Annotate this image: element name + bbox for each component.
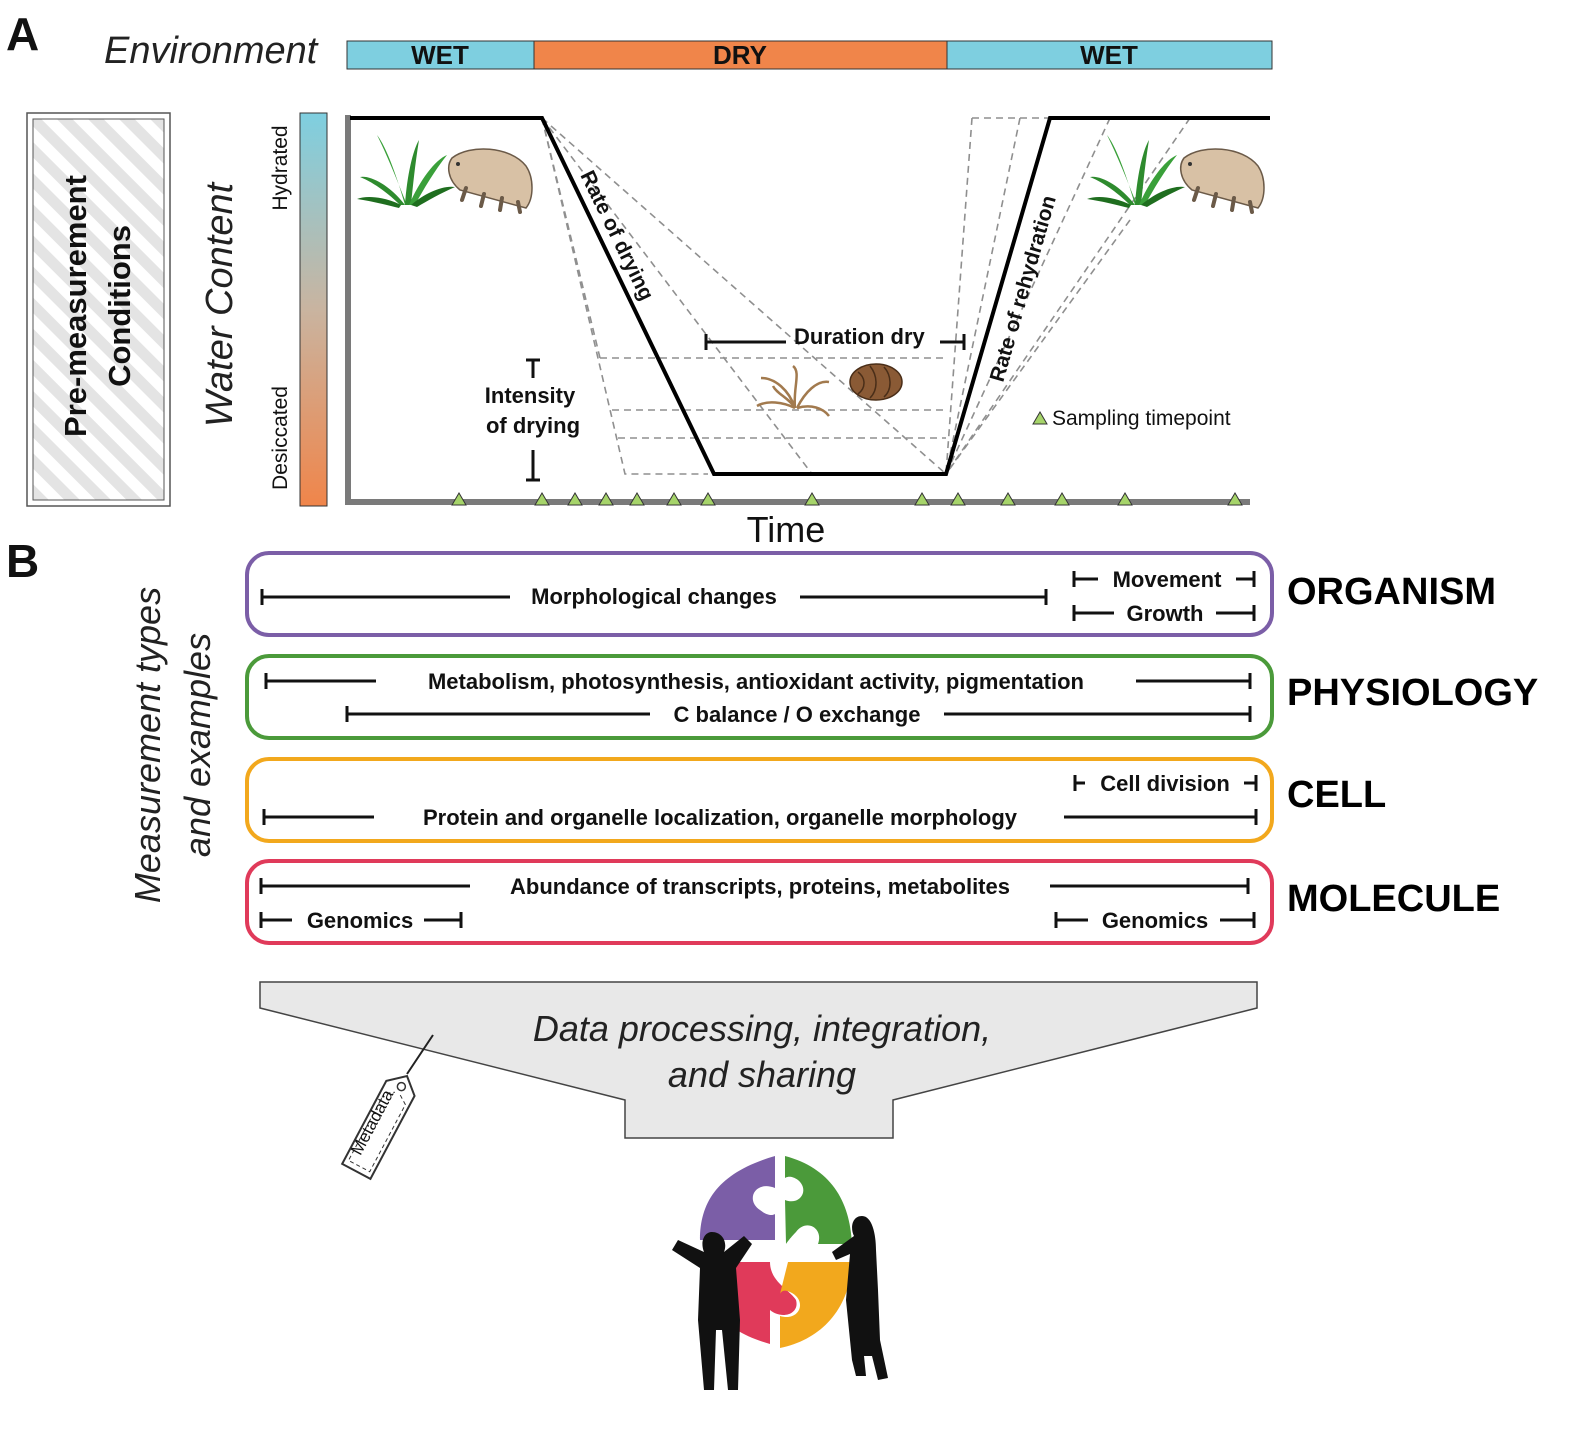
measure-c-balance: C balance / O exchange [674,702,921,727]
dashed-guides [541,117,1191,475]
funnel-line2: and sharing [668,1054,856,1095]
level-box-molecule [245,859,1274,945]
measure-metabolism: Metabolism, photosynthesis, antioxidant … [428,669,1084,694]
measure-cell-division: Cell division [1100,771,1230,796]
puzzle-piece-yellow [780,1262,852,1348]
puzzle-piece-green [785,1156,852,1244]
sampling-timepoint-marker [567,492,583,506]
sampling-timepoint-marker [1000,492,1016,506]
sampling-timepoint-marker [534,492,550,506]
data-processing-funnel [259,981,1258,1139]
hydrated-label: Hydrated [269,125,292,210]
plot-axes [345,115,1250,505]
panel-label-a: A [6,8,39,60]
sampling-timepoint-marker [629,492,645,506]
puzzle-illustration [672,1156,888,1390]
level-organism: Morphological changes Movement Growth [245,551,1274,637]
intensity-label-1: Intensity [485,383,576,408]
measure-growth: Growth [1127,601,1204,626]
measure-protein-localization: Protein and organelle localization, orga… [423,805,1018,830]
premeasurement-line1: Pre-measurement [58,175,93,437]
sampling-timepoint-marker [598,492,614,506]
sampling-legend-icon [1032,411,1048,425]
water-content-trajectory [350,116,1270,476]
level-label-organism: ORGANISM [1287,571,1496,613]
env-label-wet-1: WET [411,40,469,70]
environment-bar: WET DRY WET [346,40,1273,70]
grass-desiccated-icon [756,365,830,417]
rate-of-rehydration-label: Rate of rehydration [986,193,1061,384]
person-right-silhouette [832,1216,888,1380]
water-content-label: Water Content [199,181,241,427]
measure-morphological-changes: Morphological changes [531,584,777,609]
measure-movement: Movement [1113,567,1222,592]
measure-genomics-right: Genomics [1102,908,1208,933]
grass-hydrated-left-icon [357,135,455,208]
sampling-timepoint-marker [950,492,966,506]
environment-label: Environment [104,30,319,72]
sampling-timepoint-marker [914,492,930,506]
sampling-timepoint-marker [700,492,716,506]
measurement-axis-line1: Measurement types [127,587,168,903]
intensity-label-2: of drying [486,413,580,438]
sampling-timepoint-marker [451,492,467,506]
level-physiology: Metabolism, photosynthesis, antioxidant … [245,654,1274,740]
panel-label-b: B [6,535,39,587]
env-segment-dry [533,40,948,70]
env-label-dry: DRY [713,40,767,70]
level-box-physiology [245,654,1274,740]
tardigrade-hydrated-right-icon [1179,148,1265,214]
env-segment-wet-1 [346,40,535,70]
puzzle-piece-purple [700,1156,775,1240]
intensity-bracket [526,358,540,482]
premeasurement-line2: Conditions [102,225,137,387]
sampling-timepoint-marker [1117,492,1133,506]
rate-of-drying-label: Rate of drying [576,167,659,304]
level-molecule: Abundance of transcripts, proteins, meta… [245,859,1274,945]
level-label-cell: CELL [1287,774,1386,816]
tardigrade-hydrated-left-icon [447,148,533,214]
level-label-physiology: PHYSIOLOGY [1287,672,1538,714]
time-label: Time [747,509,826,550]
sampling-timepoint-marker [666,492,682,506]
duration-dry-bracket [704,334,966,350]
sampling-timepoint-marker [1227,492,1243,506]
sampling-legend-label: Sampling timepoint [1052,407,1231,430]
env-label-wet-2: WET [1080,40,1138,70]
level-cell: Cell division Protein and organelle loca… [245,757,1274,843]
grass-hydrated-right-icon [1087,135,1185,208]
desiccated-label: Desiccated [269,386,292,490]
level-label-molecule: MOLECULE [1287,878,1500,920]
funnel-line1: Data processing, integration, [533,1008,991,1049]
tardigrade-tun-icon [849,363,903,401]
metadata-tag: Metadata [340,1034,434,1181]
measure-genomics-left: Genomics [307,908,413,933]
person-left-silhouette [672,1232,752,1390]
level-box-cell [245,757,1274,843]
sampling-timepoint-marker [1054,492,1070,506]
level-box-organism [245,551,1274,637]
sampling-timepoint-marker [804,492,820,506]
duration-dry-label: Duration dry [794,324,926,349]
env-segment-wet-2 [946,40,1273,70]
water-gradient-bar [299,112,328,507]
measure-abundance: Abundance of transcripts, proteins, meta… [510,874,1010,899]
measurement-axis-line2: and examples [177,633,218,857]
premeasurement-box: Pre-measurement Conditions [26,112,171,507]
sampling-timepoints [451,492,1243,506]
